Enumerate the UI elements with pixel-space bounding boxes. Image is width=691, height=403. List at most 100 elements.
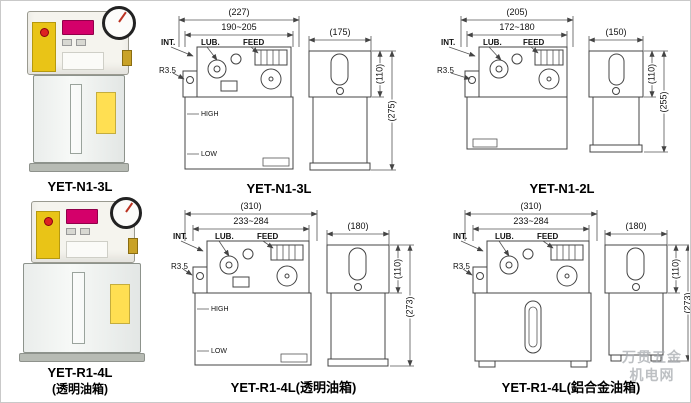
- product-photo-yet-n1-3l: [5, 6, 155, 177]
- suction-tube: [72, 272, 85, 344]
- panel-button: [66, 228, 76, 235]
- r1-4l-alu-front-view: [460, 210, 598, 368]
- digital-display: [62, 20, 94, 35]
- power-button: [44, 217, 53, 226]
- mount-hole-radius-label: R3.5: [437, 66, 454, 75]
- dim-total-height: (255): [658, 90, 669, 114]
- mount-hole-radius-label: R3.5: [171, 262, 188, 271]
- mount-hole: [196, 272, 204, 280]
- tank-outline: [184, 96, 294, 170]
- pump-head: [31, 197, 142, 263]
- product-photo-yet-r1-4l: [3, 197, 157, 363]
- dim-depth: (180): [346, 221, 370, 231]
- nameplate: [66, 241, 108, 258]
- port-label-lub: LUB.: [201, 38, 220, 47]
- dim-mount-width: 190~205: [220, 22, 258, 32]
- port-label-lub: LUB.: [495, 232, 514, 241]
- port-label-lub: LUB.: [483, 38, 502, 47]
- panel-button: [80, 228, 90, 235]
- dim-total-height: (273): [404, 295, 415, 319]
- r1-4l-alu-line-art: [460, 210, 689, 368]
- pressure-gauge: [110, 197, 142, 229]
- dim-head-height: (110): [392, 257, 403, 281]
- dim-head-height: (110): [670, 257, 681, 281]
- dim-mount-width: 233~284: [232, 216, 270, 226]
- dimension-drawing-n1-3l: (227) 190~205 INT. LUB. FEED R3.5 HIGH L…: [159, 7, 399, 199]
- dim-overall-width: (310): [239, 201, 263, 211]
- tank-high-label: HIGH: [211, 306, 229, 313]
- gauge-icon: [260, 68, 282, 90]
- warning-sticker: [110, 284, 130, 324]
- port-label-feed: FEED: [537, 232, 559, 241]
- pressure-gauge: [102, 6, 136, 40]
- site-watermark: 万贯五金机电网: [622, 349, 682, 383]
- dimension-drawing-n1-2l: (205) 172~180 INT. LUB. FEED R3.5 (150) …: [437, 7, 687, 199]
- dimension-drawing-r1-4l-clear: (310) 233~284 INT. LUB. FEED R3.5 HIGH L…: [171, 201, 416, 397]
- dim-depth: (175): [328, 27, 352, 37]
- tank-outline: [194, 292, 312, 366]
- tank-high-label: HIGH: [201, 111, 219, 118]
- mount-hole-radius-label: R3.5: [159, 66, 176, 75]
- port-label-int: INT.: [441, 38, 456, 47]
- warning-sticker: [96, 92, 116, 134]
- dim-depth: (150): [604, 27, 628, 37]
- dimension-drawing-r1-4l-alu: (310) 233~284 INT. LUB. FEED R3.5 (180) …: [453, 201, 691, 397]
- model-caption: YET-R1-4L(透明油箱): [230, 380, 357, 395]
- n1-2l-line-art: [448, 16, 668, 153]
- port-label-int: INT.: [161, 38, 176, 47]
- dim-total-height: (273): [682, 291, 691, 315]
- n1-2l-side-view: [588, 36, 668, 153]
- mount-hole: [476, 272, 484, 280]
- dim-head-height: (110): [646, 62, 657, 86]
- r1-4l-clear-side-view: [326, 230, 414, 367]
- gauge-icon: [276, 265, 298, 287]
- dim-total-height: (275): [386, 99, 397, 123]
- control-side-panel: [36, 211, 60, 259]
- power-button: [40, 28, 49, 37]
- port-label-int: INT.: [453, 232, 468, 241]
- tank-base: [19, 353, 145, 362]
- brand-plate: [472, 138, 498, 148]
- outlet-fitting: [128, 238, 138, 254]
- model-caption: YET-N1-3L: [47, 179, 113, 194]
- motor-profile: [626, 247, 645, 281]
- model-caption: YET-R1-4L: [47, 365, 113, 380]
- dim-head-height: (110): [374, 62, 385, 86]
- control-side-panel: [32, 22, 56, 72]
- mount-hole: [468, 76, 476, 84]
- motor-profile: [330, 53, 349, 86]
- dim-mount-width: 172~180: [498, 22, 536, 32]
- motor-profile: [608, 53, 625, 86]
- dim-overall-width: (205): [505, 7, 529, 17]
- brand-plate: [262, 157, 290, 167]
- tank-outline: [466, 96, 568, 150]
- gauge-icon: [556, 265, 578, 287]
- suction-tube: [70, 84, 82, 154]
- outlet-fitting: [122, 50, 132, 66]
- model-caption: YET-N1-3L: [246, 181, 312, 196]
- dim-overall-width: (227): [227, 7, 251, 17]
- digital-display: [66, 209, 98, 224]
- model-caption-sub: (透明油箱): [52, 382, 108, 396]
- brand-plate: [280, 353, 308, 363]
- r1-4l-clear-front-view: [180, 210, 318, 366]
- port-label-feed: FEED: [257, 232, 279, 241]
- pump-head: [27, 6, 136, 75]
- nameplate: [62, 52, 104, 70]
- r1-4l-alu-side-view: [604, 230, 689, 362]
- n1-3l-side-view: [308, 36, 396, 171]
- oil-level-sight-gauge: [524, 300, 542, 354]
- port-label-feed: FEED: [243, 38, 265, 47]
- dim-depth: (180): [624, 221, 648, 231]
- dim-mount-width: 233~284: [512, 216, 550, 226]
- panel-button: [62, 39, 72, 46]
- n1-3l-line-art: [170, 16, 396, 171]
- tank-base: [29, 163, 129, 172]
- motor-profile: [348, 247, 367, 281]
- tank-low-label: LOW: [201, 151, 217, 158]
- model-caption: YET-N1-2L: [529, 181, 595, 196]
- port-label-lub: LUB.: [215, 232, 234, 241]
- gauge-icon: [538, 68, 560, 90]
- panel-button: [76, 39, 86, 46]
